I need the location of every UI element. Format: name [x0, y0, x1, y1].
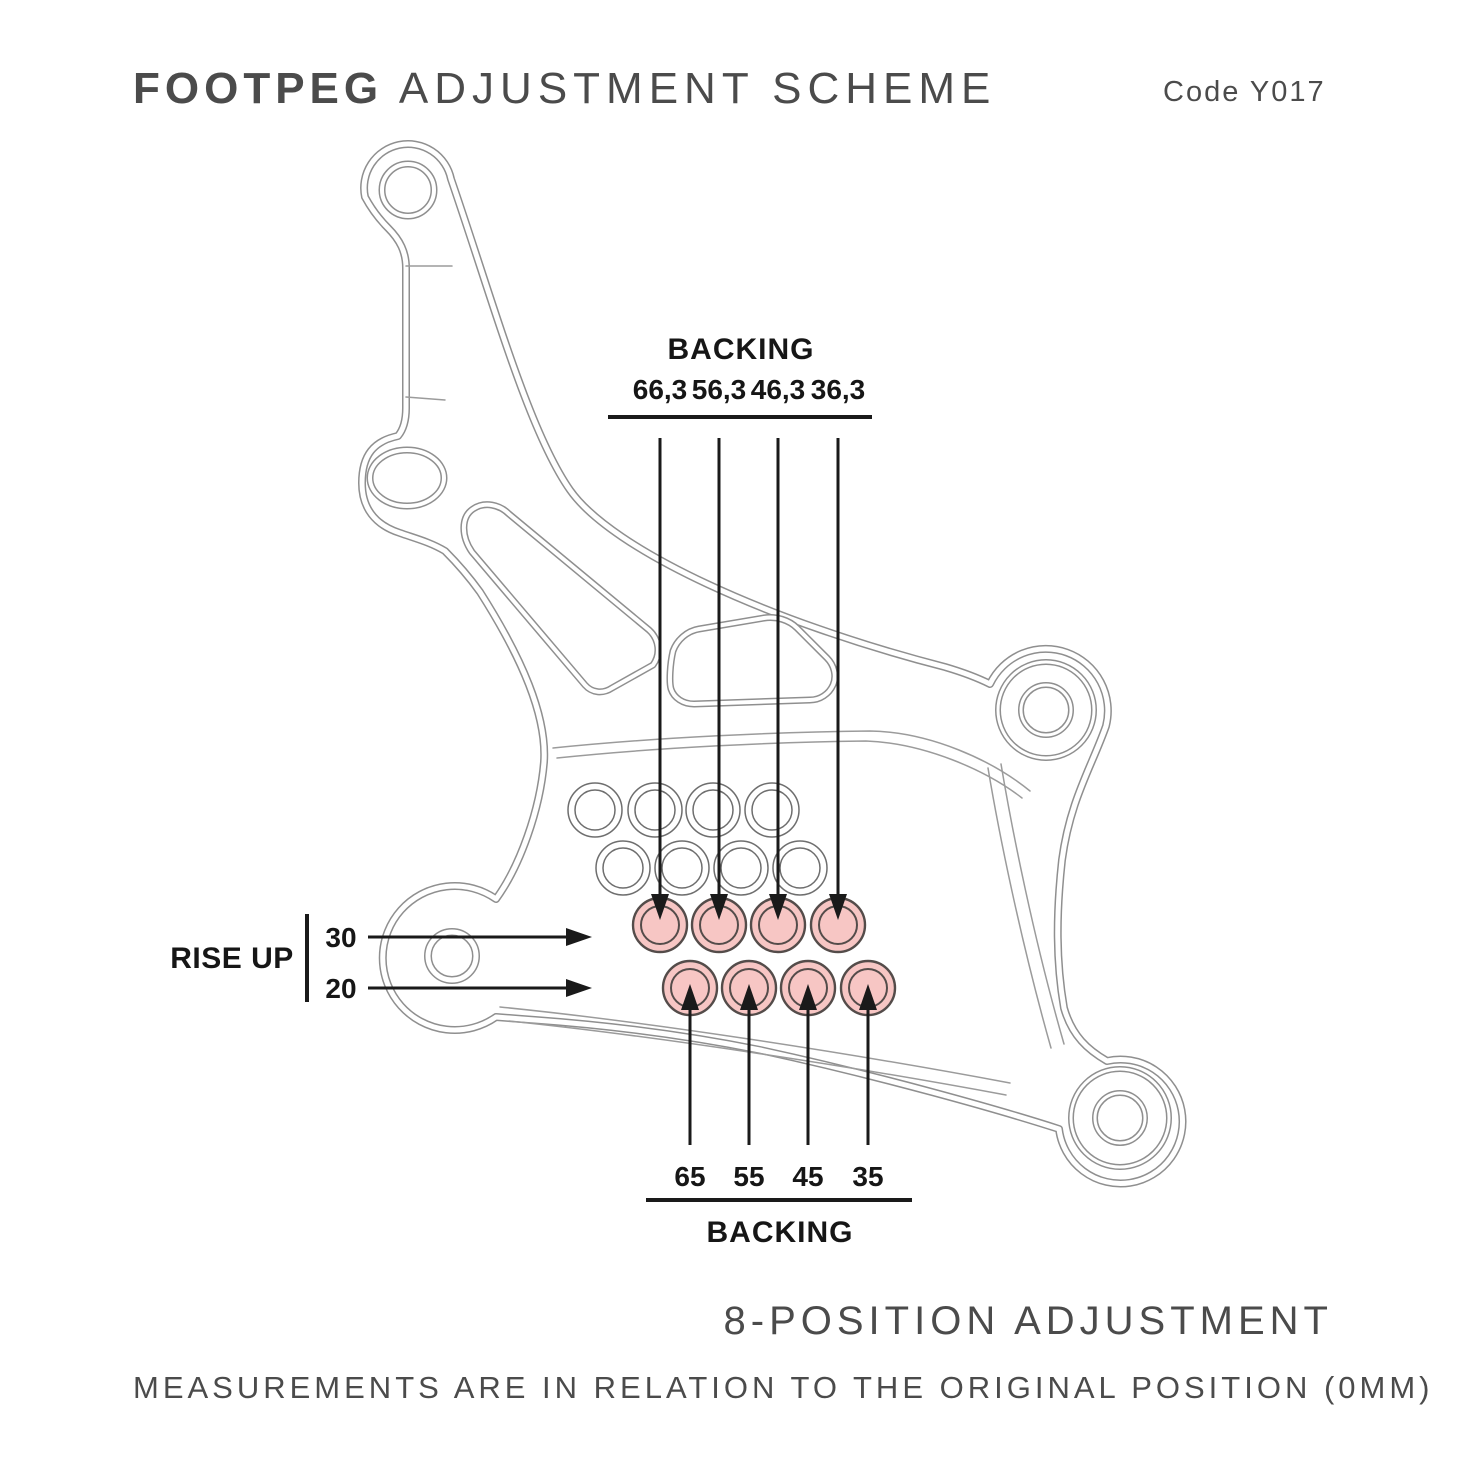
adjustment-hole-ring	[686, 783, 740, 837]
adjustment-hole-ring	[568, 783, 622, 837]
rise-up-value: 20	[325, 973, 357, 1004]
arrow-head	[859, 984, 877, 1010]
internal-feature-lines	[405, 265, 1065, 1096]
page-title: FOOTPEG ADJUSTMENT SCHEME	[133, 64, 996, 114]
backing-bottom-arrow	[681, 984, 699, 1145]
footer-measurement-note: MEASUREMENTS ARE IN RELATION TO THE ORIG…	[133, 1370, 1434, 1405]
highlighted-positions	[631, 896, 897, 1017]
backing-top-value: 66,3	[632, 374, 688, 405]
adjustment-hole-ring	[596, 841, 650, 895]
backing-top-arrow	[829, 438, 847, 920]
oval-slot-hole	[366, 446, 448, 510]
arrow-head	[829, 894, 847, 920]
wedge-cutout	[460, 501, 662, 696]
bottom-right-boss	[1068, 1066, 1172, 1170]
backing-top-value: 56,3	[691, 374, 747, 405]
backing-bottom-arrow	[799, 984, 817, 1145]
backing-bottom-value: 65	[674, 1161, 706, 1192]
rise-up-arrow	[368, 928, 592, 946]
backing-bottom-value: 45	[792, 1161, 824, 1192]
arrow-head	[740, 984, 758, 1010]
backing-bottom-label: BACKING	[706, 1216, 854, 1249]
backing-top-value: 46,3	[750, 374, 806, 405]
rise-up-arrow	[368, 979, 592, 997]
arrow-head	[799, 984, 817, 1010]
right-boss	[995, 659, 1097, 761]
adjustment-hole-ring	[628, 783, 682, 837]
backing-bottom-arrow	[859, 984, 877, 1145]
rise-up-value: 30	[325, 922, 357, 953]
arrow-head	[651, 894, 669, 920]
product-code: Code Y017	[1163, 76, 1326, 108]
rise-up-label: RISE UP	[170, 942, 294, 975]
annotation-lines	[305, 415, 912, 1202]
arrow-head	[566, 979, 592, 997]
arrow-head	[710, 894, 728, 920]
backing-top-arrow	[769, 438, 787, 920]
trapezoid-cutout	[666, 614, 839, 708]
backing-bottom-arrow	[740, 984, 758, 1145]
footer-position-note: 8-POSITION ADJUSTMENT	[723, 1299, 1333, 1343]
backing-bottom-value: 55	[733, 1161, 765, 1192]
top-mount-hole	[378, 160, 438, 220]
arrow-head	[769, 894, 787, 920]
arrow-head	[566, 928, 592, 946]
backing-top-value: 36,3	[810, 374, 866, 405]
arrow-head	[681, 984, 699, 1010]
backing-top-arrow	[710, 438, 728, 920]
bracket-outline	[358, 140, 1187, 1188]
adjustment-hole-ring	[745, 783, 799, 837]
backing-top-arrow	[651, 438, 669, 920]
measure-arrows	[368, 438, 877, 1145]
page-title-rest: ADJUSTMENT SCHEME	[383, 64, 997, 113]
backing-bottom-value: 35	[852, 1161, 884, 1192]
adjustment-holes	[567, 782, 828, 896]
bottom-left-hole	[424, 928, 480, 984]
backing-top-label: BACKING	[667, 333, 815, 366]
page-title-bold: FOOTPEG	[133, 64, 384, 113]
